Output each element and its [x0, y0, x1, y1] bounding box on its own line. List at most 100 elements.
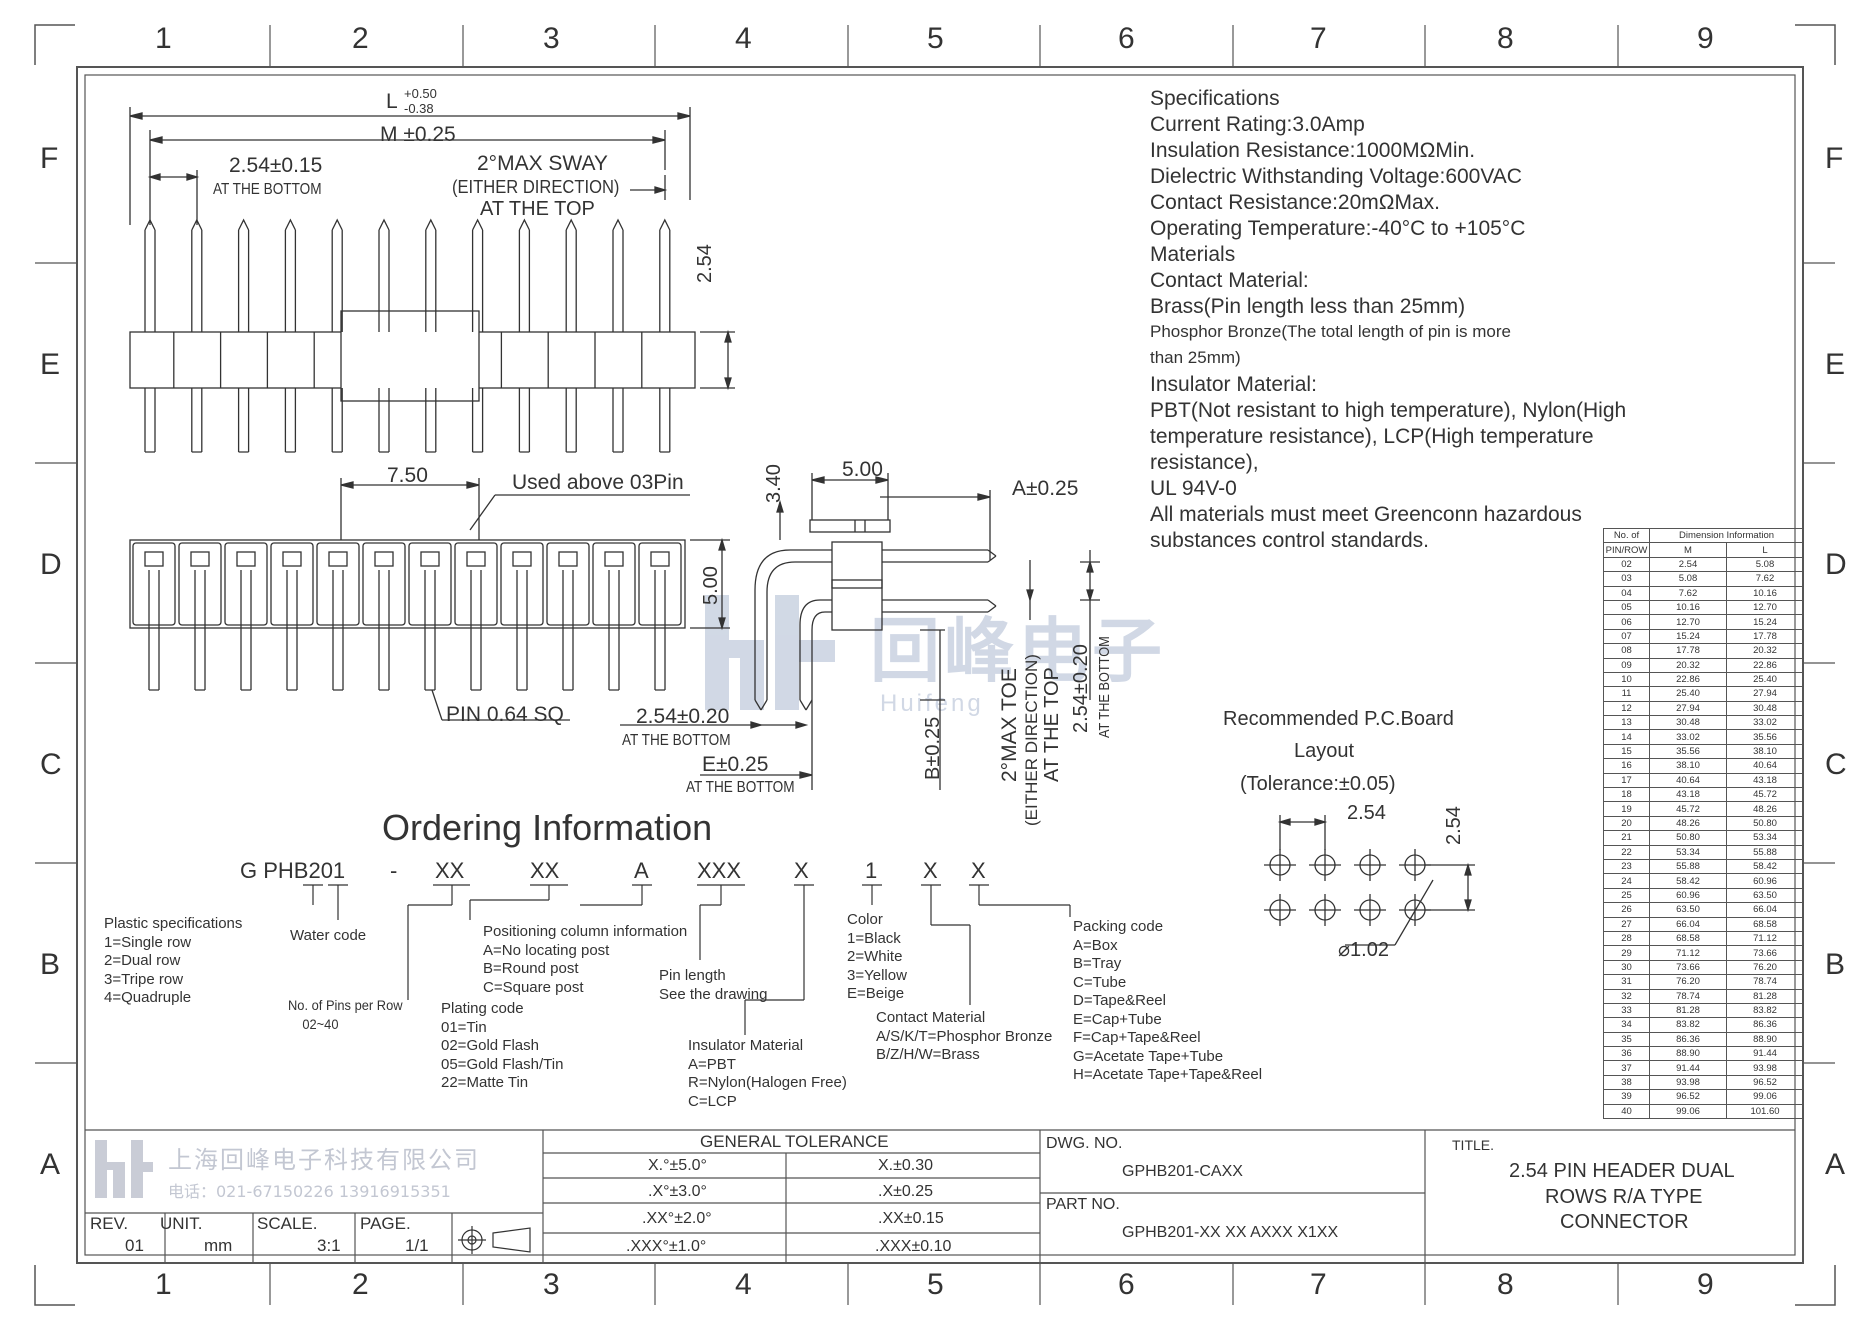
frame-col-1-bottom: 1 [155, 1268, 172, 1301]
watermark-logo [705, 595, 835, 710]
side-dim-e: E±0.25 [702, 753, 769, 776]
front-pin [191, 218, 203, 332]
tolerance-angle: X.°±5.0° [648, 1157, 707, 1174]
frame-row-e: E [40, 348, 61, 381]
frame-col-9-bottom: 9 [1697, 1268, 1714, 1301]
spec-line: Operating Temperature:-40°C to +105°C [1150, 217, 1526, 240]
order-contact-label: Contact Material A/S/K/T=Phosphor Bronze… [876, 1009, 1053, 1063]
frame-col-2-bottom: 2 [352, 1268, 369, 1301]
ordering-title: Ordering Information [382, 807, 713, 848]
order-code-plating: XX [530, 858, 560, 883]
spec-line: Current Rating:3.0Amp [1150, 113, 1365, 136]
frame-col-3-bottom: 3 [543, 1268, 560, 1301]
sway-note-1: 2°MAX SWAY [477, 152, 608, 175]
frame-col-8: 8 [1497, 22, 1514, 55]
frame-col-1: 1 [155, 22, 172, 55]
tolerance-angle: .XXX°±1.0° [626, 1238, 707, 1255]
front-pin [612, 218, 624, 332]
spec-line: temperature resistance), LCP(High temper… [1150, 425, 1594, 448]
sway-note-3: AT THE TOP [480, 198, 595, 220]
drawing-title-line-3: CONNECTOR [1560, 1211, 1689, 1233]
drawing-title-line-2: ROWS R/A TYPE [1545, 1186, 1703, 1208]
spec-line: Insulator Material: [1150, 373, 1317, 396]
bottom-cell [500, 542, 544, 626]
front-pin-tail [237, 388, 250, 453]
order-code-prefix: G PHB201 [240, 858, 346, 883]
order-insulator-label: Insulator Material A=PBT R=Nylon(Halogen… [688, 1037, 847, 1110]
bottom-pin [332, 570, 344, 691]
front-pin [144, 218, 156, 332]
bottom-pin [470, 570, 482, 691]
bottom-cell-window [558, 551, 578, 567]
spec-line: All materials must meet Greenconn hazard… [1150, 503, 1582, 526]
frame-row-a: A [40, 1148, 61, 1181]
page-label: PAGE. [360, 1214, 411, 1233]
front-pin-tail [378, 388, 390, 453]
bottom-cell [224, 542, 268, 626]
tolerance-linear: .XXX±0.10 [875, 1238, 952, 1255]
watermark-text-cn: 回峰电子 [870, 610, 1166, 692]
bottom-cell [132, 542, 176, 626]
spec-line: Contact Resistance:20mΩMax. [1150, 191, 1440, 214]
spec-line: Contact Material: [1150, 269, 1309, 292]
frame-col-5-bottom: 5 [927, 1268, 944, 1301]
used-above-note: Used above 03Pin [512, 471, 684, 494]
page-value: 1/1 [405, 1236, 429, 1255]
bottom-cell-window [512, 551, 532, 567]
bottom-cell-window [236, 551, 256, 567]
bottom-pin [148, 570, 160, 691]
tolerance-linear: X.±0.30 [878, 1157, 934, 1174]
frame-col-7-bottom: 7 [1310, 1268, 1327, 1301]
bottom-cell [362, 542, 406, 626]
bottom-cell [408, 542, 452, 626]
order-plating-label: Plating code 01=Tin 02=Gold Flash 05=Gol… [441, 1000, 564, 1091]
spec-line: Phosphor Bronze(The total length of pin … [1150, 322, 1511, 341]
order-positioning-label: Positioning column information A=No loca… [483, 923, 688, 996]
bottom-pin [562, 570, 574, 691]
unit-value: mm [204, 1236, 233, 1255]
bottom-cell-window [466, 551, 486, 567]
dim-750: 7.50 [387, 464, 428, 487]
side-dim-500: 5.00 [842, 458, 883, 481]
frame-row-b: B [40, 948, 61, 981]
bottom-cell-window [374, 551, 394, 567]
front-pin [565, 218, 577, 332]
frame-col-5: 5 [927, 22, 944, 55]
rev-value: 01 [125, 1236, 144, 1255]
front-pin [659, 218, 671, 332]
order-pins-label: No. of Pins per Row 02~40 [288, 997, 403, 1032]
rev-label: REV. [90, 1214, 129, 1233]
front-pin-tail [565, 388, 577, 453]
dim-m: M ±0.25 [380, 123, 456, 146]
side-dim-e-note: AT THE BOTTOM [686, 779, 795, 796]
frame-col-4: 4 [735, 22, 752, 55]
company-logo-icon [95, 1140, 153, 1198]
bottom-pin [516, 570, 528, 691]
frame-row-f: F [40, 142, 59, 175]
title-label: TITLE. [1452, 1137, 1495, 1153]
order-packing-label: Packing code A=Box B=Tray C=Tube D=Tape&… [1073, 918, 1263, 1083]
frame-row-c-right: C [1825, 748, 1847, 781]
spec-line: than 25mm) [1150, 348, 1241, 367]
frame-row-a-right: A [1825, 1148, 1846, 1181]
tolerance-linear: .X±0.25 [878, 1183, 934, 1200]
frame-row-e-right: E [1825, 348, 1846, 381]
spec-line: Dielectric Withstanding Voltage:600VAC [1150, 165, 1522, 188]
pcb-title-2: Layout [1294, 740, 1355, 762]
dim-l-tol-plus: +0.50 [404, 86, 437, 101]
bottom-pin [378, 570, 390, 691]
bottom-cell-window [190, 551, 210, 567]
bottom-pin [194, 570, 206, 691]
front-pin-tail [144, 388, 156, 453]
scale-label: SCALE. [257, 1214, 318, 1233]
